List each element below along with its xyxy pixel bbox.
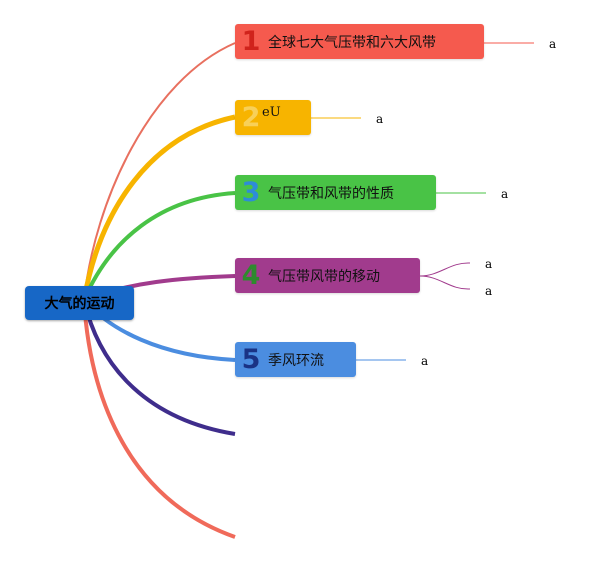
leaf-node-2[interactable]: a <box>376 112 384 126</box>
leaf-node-4b[interactable]: a <box>485 284 493 298</box>
leaf-node-1[interactable]: a <box>549 37 557 51</box>
leaf-node-3[interactable]: a <box>501 187 509 201</box>
branch-connector-2 <box>81 114 236 301</box>
branch-connector-1 <box>83 42 236 301</box>
leaf-node-4a[interactable]: a <box>485 257 493 271</box>
topic-label-1: 全球七大气压带和六大风带 <box>268 34 436 51</box>
leaf-node-5[interactable]: a <box>421 354 429 368</box>
branch-connector-7 <box>82 299 236 539</box>
topic-number-5: 5 <box>241 344 261 375</box>
branch-connector-3 <box>82 191 236 301</box>
topic-label-3: 气压带和风带的性质 <box>268 185 394 202</box>
branch-connector-6 <box>82 299 236 436</box>
topic-node-4[interactable]: 4 气压带风带的移动 <box>235 258 420 293</box>
topic-number-2: 2 <box>241 102 261 133</box>
topic-node-3[interactable]: 3 气压带和风带的性质 <box>235 175 436 210</box>
topic-number-1: 1 <box>241 26 261 57</box>
topic-label-4: 气压带风带的移动 <box>268 268 380 285</box>
topic-number-4: 4 <box>241 260 261 291</box>
central-topic[interactable]: 大气的运动 <box>25 286 134 320</box>
central-topic-label: 大气的运动 <box>44 296 115 312</box>
topic-node-2[interactable]: 2 eU <box>235 100 311 135</box>
topic-label-5: 季风环流 <box>268 352 324 369</box>
leaf-connector-4b <box>419 275 471 290</box>
topic-node-1[interactable]: 1 全球七大气压带和六大风带 <box>235 24 484 59</box>
topic-node-5[interactable]: 5 季风环流 <box>235 342 356 377</box>
topic-number-3: 3 <box>241 177 261 208</box>
leaf-connector-4a <box>419 262 471 277</box>
topic-label-2: eU <box>262 105 281 120</box>
